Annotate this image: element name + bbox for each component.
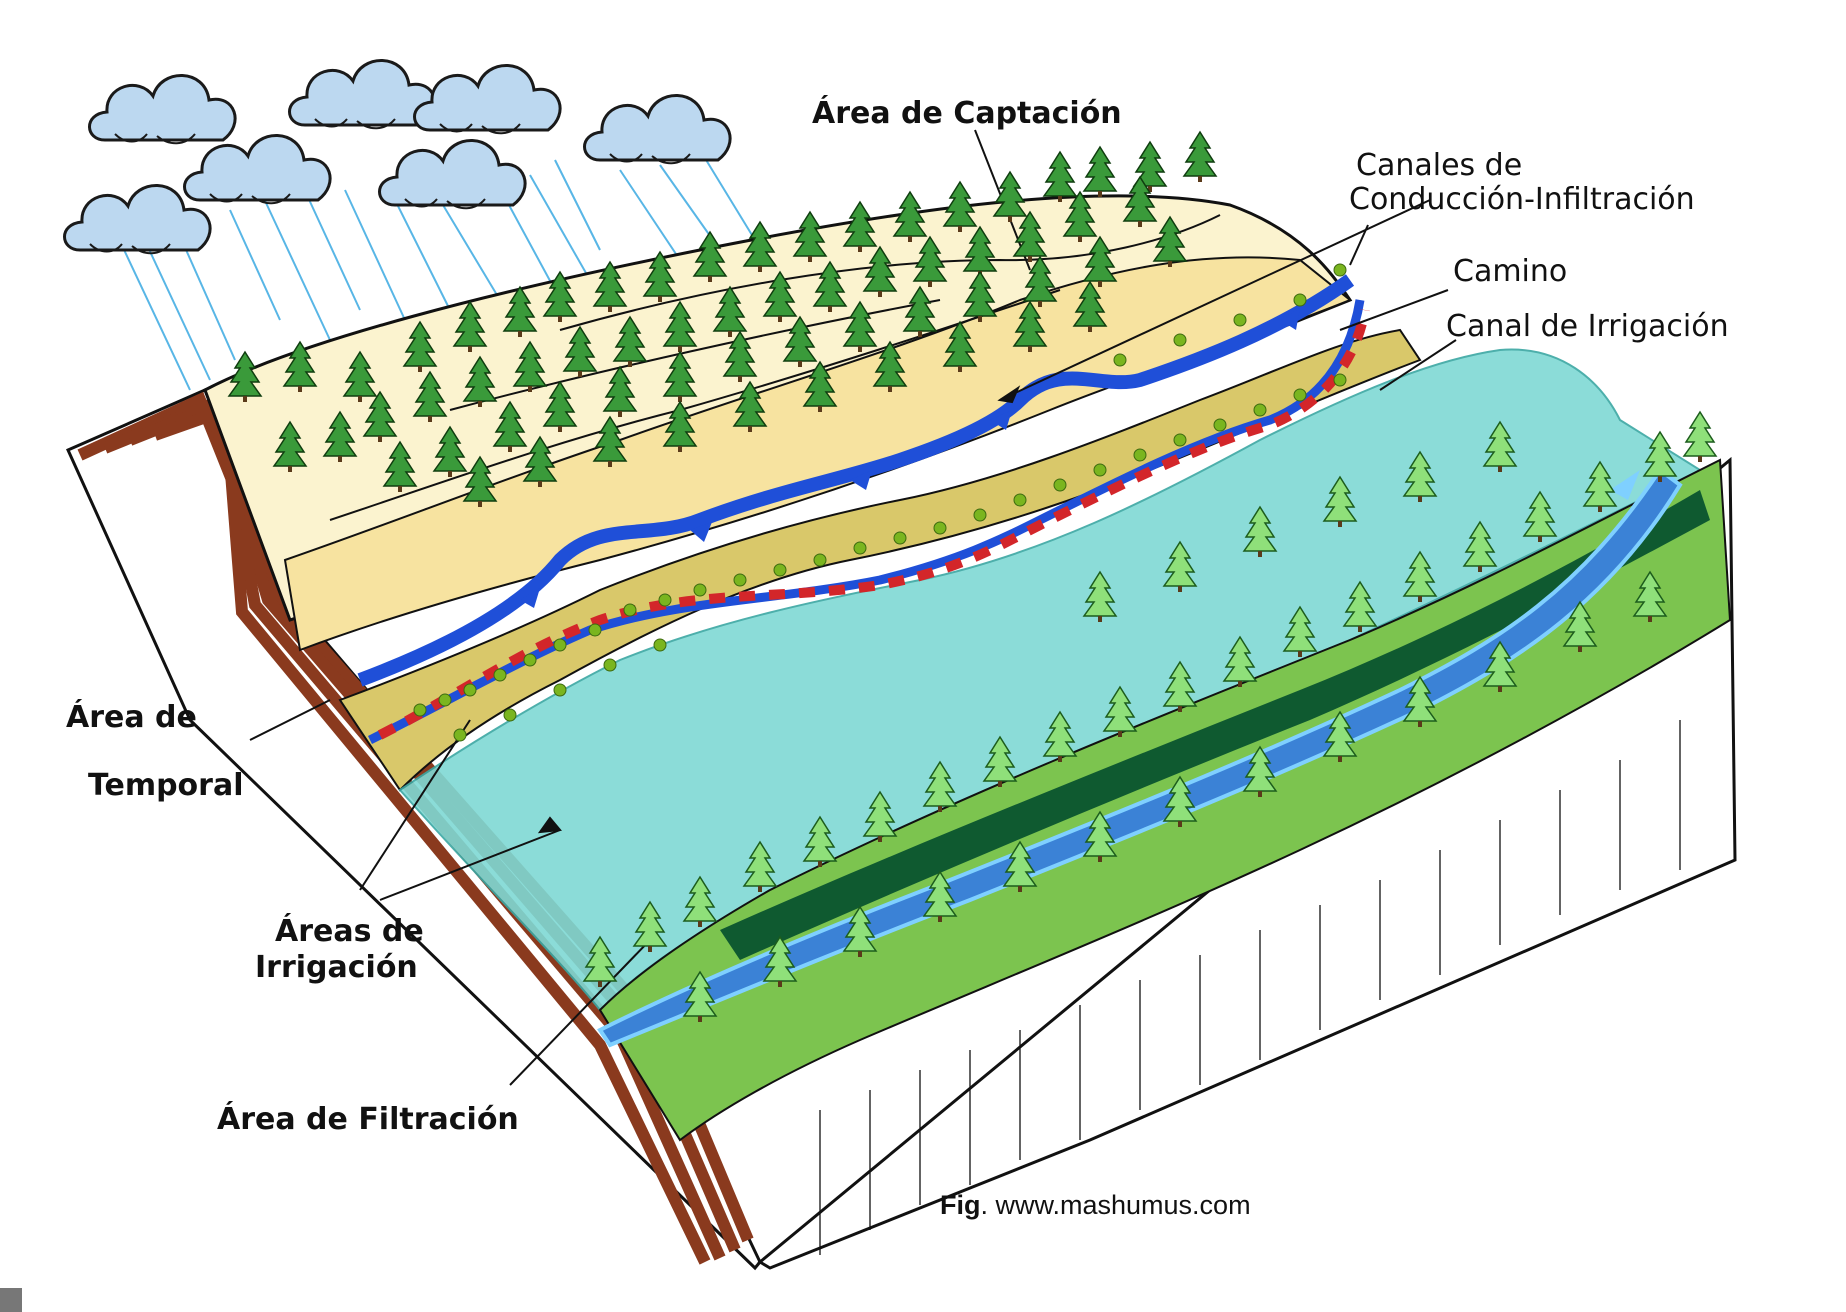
label-areas-irrigacion-line1: Áreas de xyxy=(275,914,424,949)
figure-credit: Fig. www.mashumus.com xyxy=(940,1190,1251,1221)
flow-arrow-icon xyxy=(520,308,1640,608)
conduction-channel xyxy=(357,274,1355,687)
label-area-captacion: Área de Captación xyxy=(812,96,1122,131)
label-area-temporal-line2: Temporal xyxy=(88,768,244,803)
irrigation-band xyxy=(338,328,1422,792)
credit-prefix: Fig xyxy=(940,1190,981,1220)
label-canales-line1: Canales de xyxy=(1356,148,1523,183)
label-areas-irrigacion-line2: Irrigación xyxy=(255,950,418,985)
rain xyxy=(109,149,756,391)
label-canal-irrigacion: Canal de Irrigación xyxy=(1446,309,1729,344)
label-camino: Camino xyxy=(1453,254,1568,289)
irrigation-dots xyxy=(413,263,1347,742)
rain-cloud-icon xyxy=(63,58,732,255)
road xyxy=(377,309,1370,740)
label-canales-line2: Conducción-Infiltración xyxy=(1349,182,1695,217)
credit-text: . www.mashumus.com xyxy=(980,1190,1251,1220)
corner-marker xyxy=(0,1288,22,1312)
label-area-temporal-line1: Área de xyxy=(66,700,197,735)
label-area-filtracion: Área de Filtración xyxy=(217,1102,519,1137)
dark-valley-band xyxy=(720,490,1710,960)
pointer-lines xyxy=(249,129,1457,1086)
